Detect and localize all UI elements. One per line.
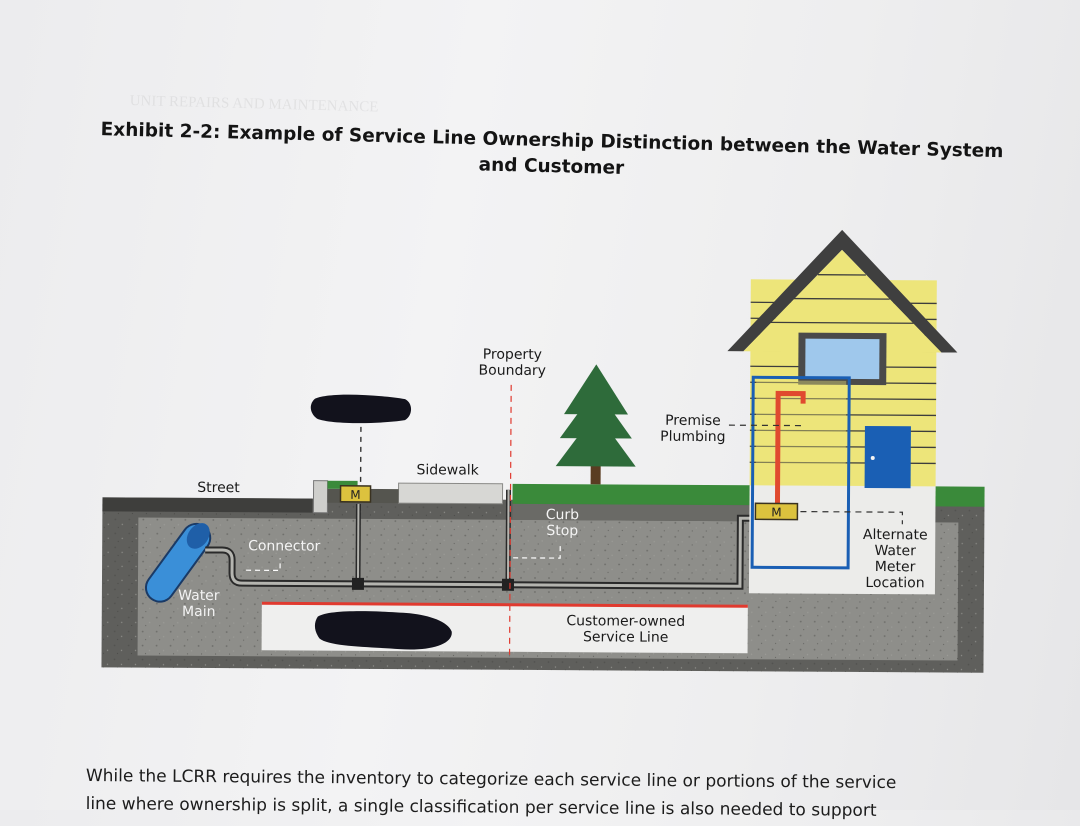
pine-tree (556, 364, 637, 484)
redaction-mark-upper (311, 394, 411, 423)
alternate-meter-label-4: Location (865, 575, 924, 591)
sidewalk-slab (398, 483, 502, 504)
property-boundary-label-1: Property (483, 347, 542, 363)
alternate-meter-label-3: Meter (875, 559, 916, 575)
premise-plumbing-label-2: Plumbing (660, 429, 725, 445)
property-boundary-label-2: Boundary (479, 363, 547, 379)
street-label: Street (197, 480, 240, 496)
customer-owned-label-2: Service Line (583, 629, 668, 646)
sidewalk-label: Sidewalk (416, 462, 479, 478)
curb-stop-label-2: Stop (546, 523, 578, 539)
water-main-label-1: Water (178, 588, 220, 604)
water-main-label-2: Main (182, 604, 216, 620)
alternate-meter-label-2: Water (874, 543, 916, 559)
premise-plumbing-label-1: Premise (665, 413, 721, 429)
curb-stop-label-1: Curb (546, 507, 580, 523)
body-paragraph: While the LCRR requires the inventory to… (86, 762, 1046, 826)
meter-symbol: M (350, 488, 360, 502)
connector-label: Connector (248, 538, 321, 554)
street-surface (102, 497, 312, 512)
alternate-meter-symbol: M (771, 505, 781, 519)
alternate-meter-label-1: Alternate (863, 527, 928, 543)
curb (313, 481, 327, 513)
customer-owned-label-1: Customer-owned (566, 613, 685, 630)
